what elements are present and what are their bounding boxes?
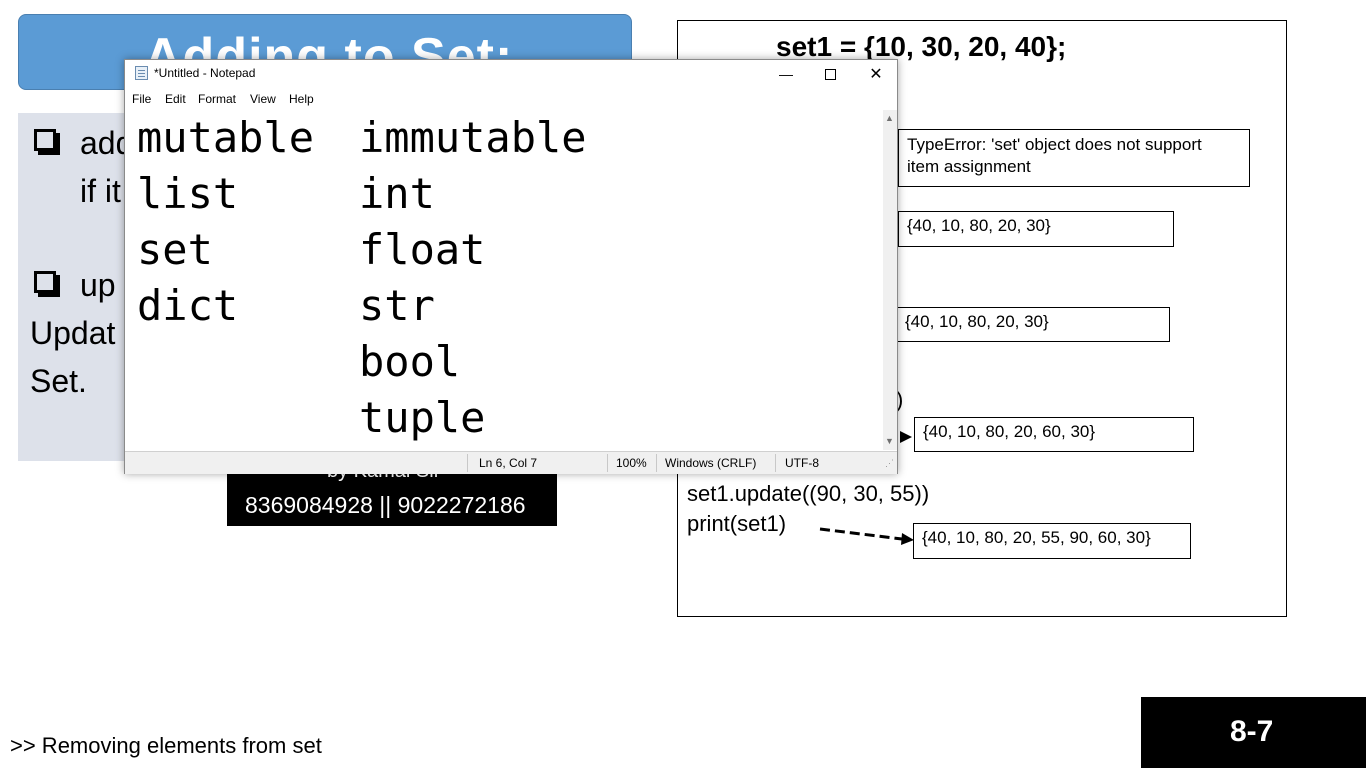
dashed-arrow-icon <box>819 527 914 545</box>
code-print-call: print(set1) <box>687 511 787 536</box>
menu-view[interactable]: View <box>250 92 276 106</box>
output-box-2: {40, 10, 80, 20, 30} <box>896 307 1170 342</box>
bullet-1-line-2: if it <box>80 173 121 209</box>
output-box-1: {40, 10, 80, 20, 30} <box>898 211 1174 247</box>
menu-file[interactable]: File <box>132 92 152 106</box>
notepad-titlebar[interactable]: *Untitled - Notepad — ✕ <box>125 60 897 88</box>
text-left: mutable <box>137 113 315 162</box>
output-box-4: {40, 10, 80, 20, 55, 90, 60, 30} <box>913 523 1191 559</box>
status-separator <box>775 454 776 472</box>
minimize-icon: — <box>779 66 793 82</box>
minimize-button[interactable]: — <box>763 60 809 88</box>
page-number: 8-7 <box>1230 715 1274 748</box>
maximize-icon <box>824 68 836 80</box>
scroll-down-icon[interactable]: ▼ <box>885 436 894 446</box>
text-line: dict str <box>137 278 883 334</box>
menu-edit[interactable]: Edit <box>165 92 186 106</box>
notepad-menubar: File Edit Format View Help <box>125 88 897 110</box>
status-encoding: UTF-8 <box>785 456 819 470</box>
status-zoom: 100% <box>616 456 647 470</box>
notepad-text-area[interactable]: mutable immutable list int set float dict st… <box>125 110 883 450</box>
status-cursor-position: Ln 6, Col 7 <box>479 456 538 470</box>
bullet-2-line-2: Updat <box>30 315 116 351</box>
text-line: tuple <box>137 390 883 446</box>
text-right: immutable <box>359 113 587 162</box>
menu-format[interactable]: Format <box>198 92 237 106</box>
code-set-declaration: set1 = {10, 30, 20, 40}; <box>776 31 1067 62</box>
checkbox-bullet-icon <box>34 129 60 155</box>
status-line-ending: Windows (CRLF) <box>665 456 757 470</box>
text-line: mutable immutable <box>137 110 883 166</box>
phone-numbers: 8369084928 || 9022272186 <box>245 492 526 518</box>
scroll-up-icon[interactable]: ▲ <box>885 113 894 123</box>
text-left: list <box>137 169 239 218</box>
status-separator <box>607 454 608 472</box>
error-text-line-1: TypeError: 'set' object does not support <box>907 135 1202 154</box>
close-icon: ✕ <box>869 66 883 83</box>
next-topic-text: >> Removing elements from set <box>10 733 322 758</box>
text-line: list int <box>137 166 883 222</box>
text-line: bool <box>137 334 883 390</box>
arrow-icon <box>900 431 912 443</box>
text-left: dict <box>137 281 239 330</box>
maximize-button[interactable] <box>807 60 853 88</box>
checkbox-bullet-icon <box>34 271 60 297</box>
notepad-window[interactable]: *Untitled - Notepad — ✕ File Edit Format… <box>124 59 898 474</box>
text-right: int <box>359 169 435 218</box>
status-separator <box>656 454 657 472</box>
text-right: tuple <box>359 393 486 442</box>
notepad-statusbar: Ln 6, Col 7 100% Windows (CRLF) UTF-8 ⋰ <box>125 451 897 474</box>
status-separator <box>467 454 468 472</box>
menu-help[interactable]: Help <box>289 92 314 106</box>
resize-grip-icon[interactable]: ⋰ <box>885 458 894 468</box>
text-left: set <box>137 225 213 274</box>
text-right: str <box>359 281 435 330</box>
text-right: bool <box>359 337 461 386</box>
text-line: set float <box>137 222 883 278</box>
notepad-title: *Untitled - Notepad <box>154 66 256 80</box>
error-text-line-2: item assignment <box>907 157 1031 176</box>
bullet-2-line-1: up <box>80 267 116 303</box>
code-fragment-paren: ) <box>896 387 904 412</box>
page-number-block: 8-7 <box>1141 697 1366 768</box>
output-box-3: {40, 10, 80, 20, 60, 30} <box>914 417 1194 452</box>
error-output-box: TypeError: 'set' object does not support… <box>898 129 1250 187</box>
text-right: float <box>359 225 486 274</box>
notepad-app-icon <box>135 66 148 80</box>
close-button[interactable]: ✕ <box>853 60 899 88</box>
vertical-scrollbar[interactable]: ▲ ▼ <box>883 110 897 450</box>
bullet-2-line-3: Set. <box>30 363 87 399</box>
code-update-call: set1.update((90, 30, 55)) <box>687 481 930 506</box>
